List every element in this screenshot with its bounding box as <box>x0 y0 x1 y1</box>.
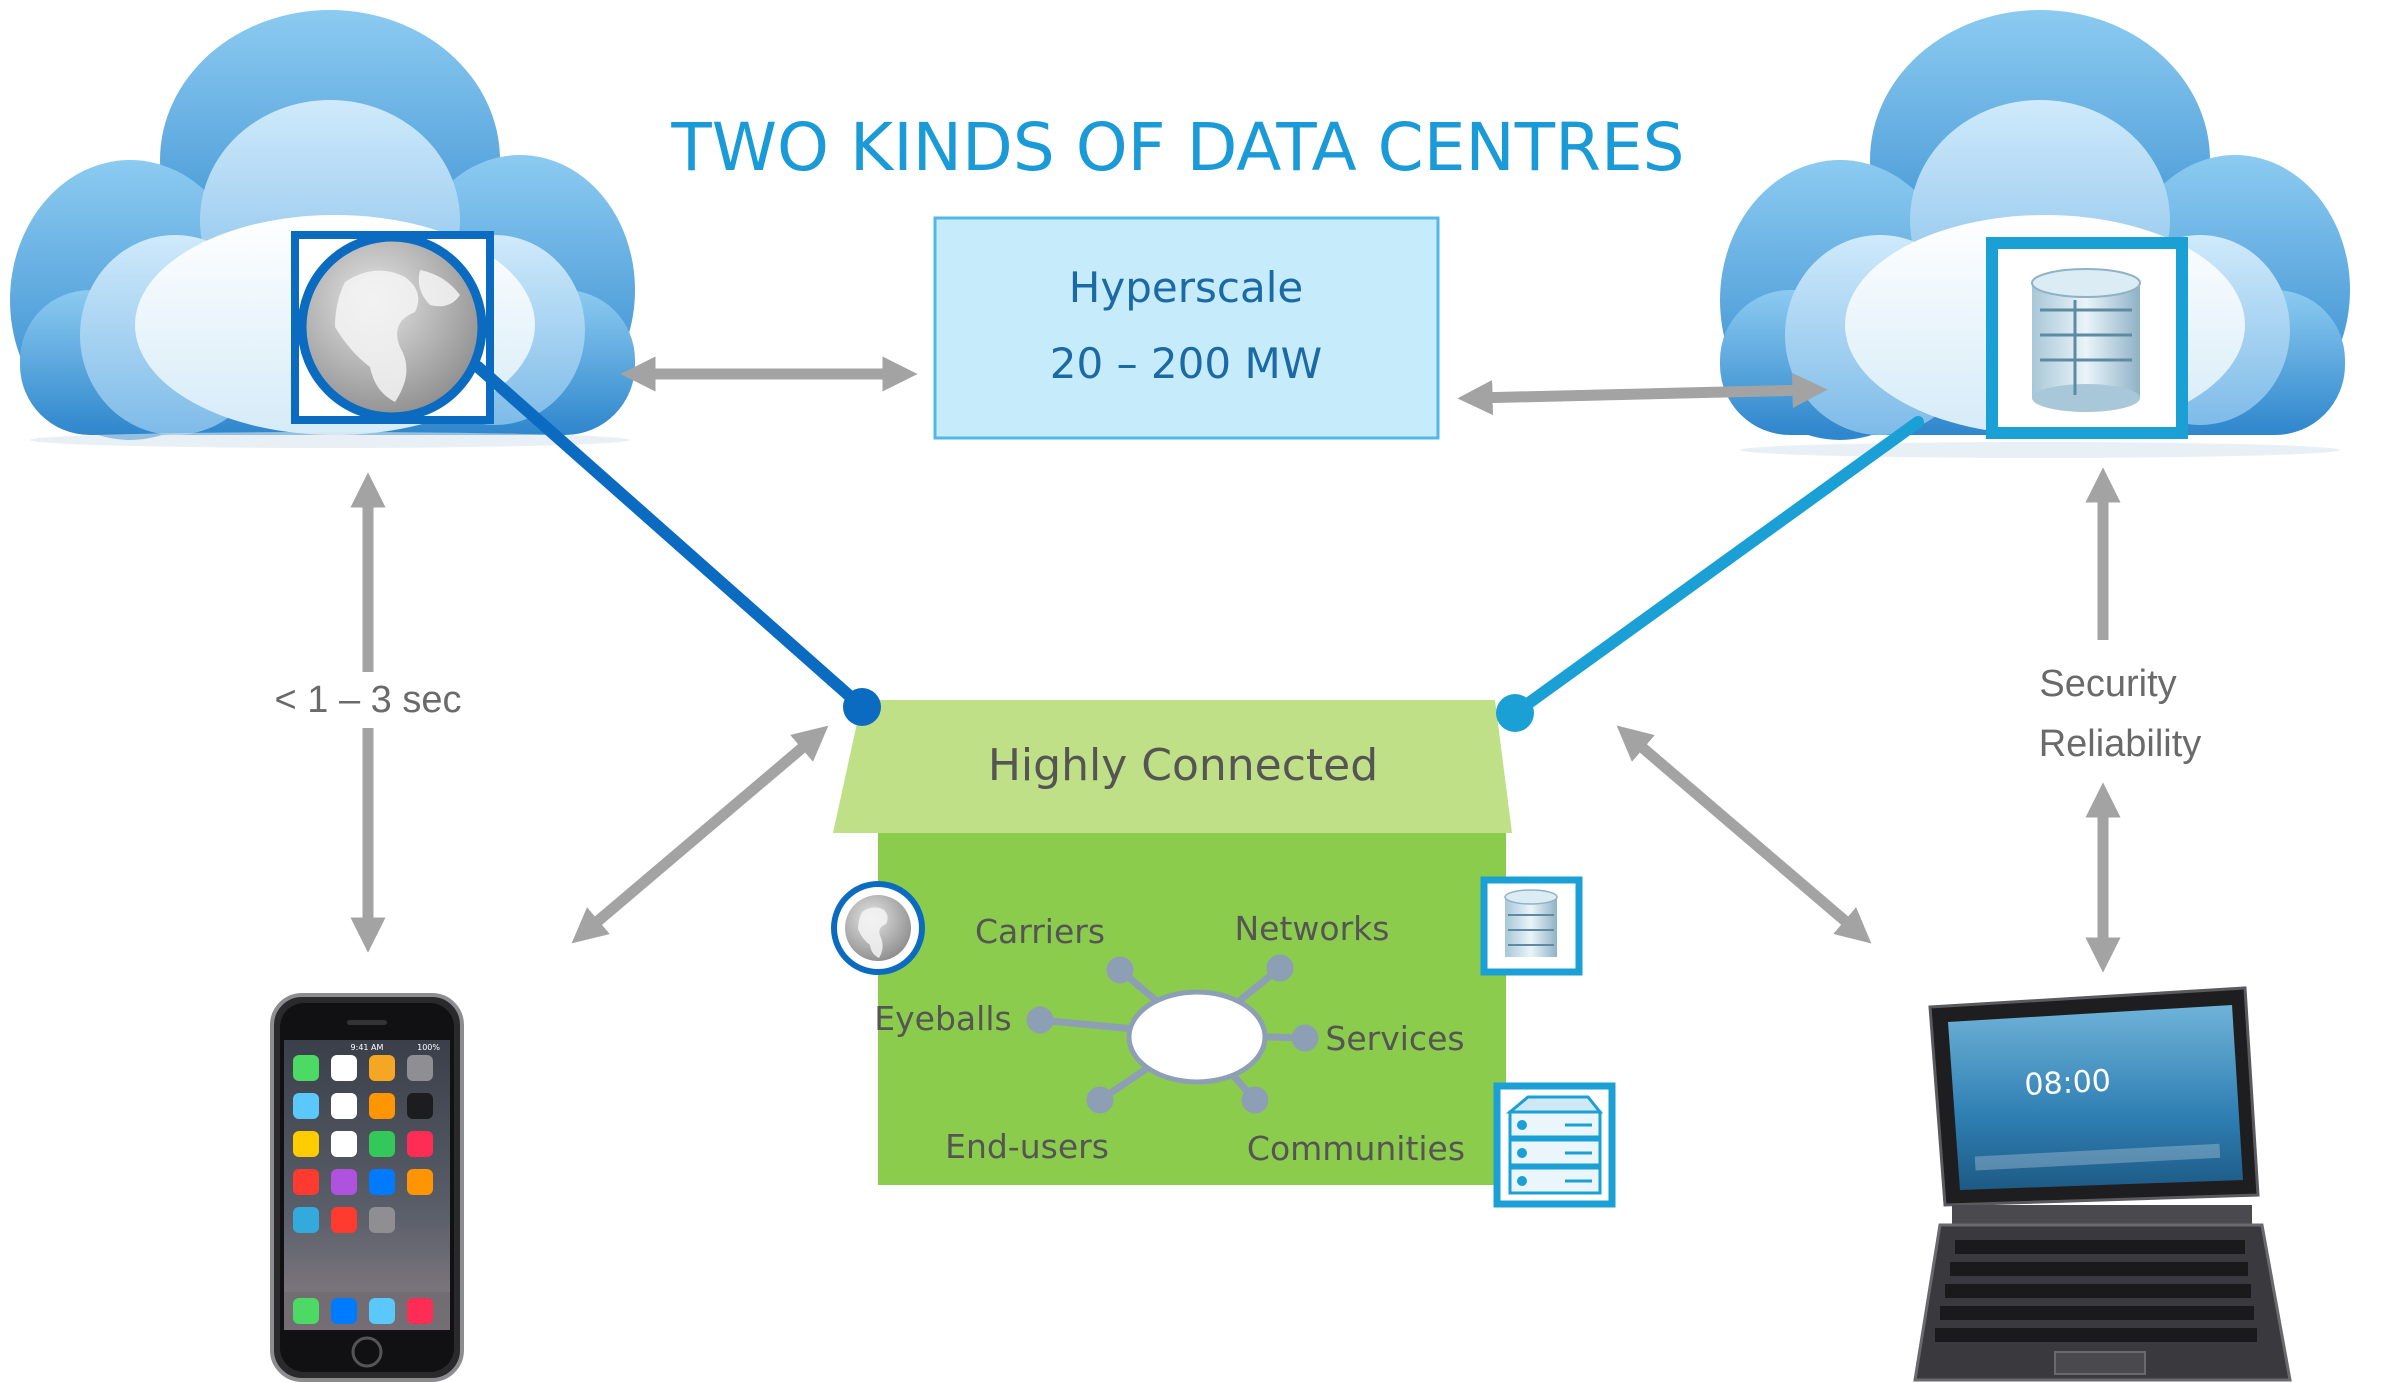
node-label-carriers: Carriers <box>975 912 1105 951</box>
tablet-icon: 08:00 <box>1928 986 2260 1207</box>
house-roof <box>833 700 1512 833</box>
app-icon-grid <box>284 1055 450 1330</box>
security-label: Security <box>2039 663 2176 705</box>
hub-core <box>1126 989 1268 1085</box>
cloud-right <box>1720 10 2350 458</box>
link-globe-to-house <box>472 361 868 713</box>
arrow-house-phone <box>571 725 829 944</box>
node-label-end-users: End-users <box>945 1127 1109 1166</box>
hyperscale-power: 20 – 200 MW <box>1050 339 1322 388</box>
hyperscale-box: Hyperscale 20 – 200 MW <box>933 216 1440 440</box>
arrows <box>350 356 2121 973</box>
link-endpoint-light <box>1496 694 1534 732</box>
tablet-clock: 08:00 <box>2024 1064 2112 1103</box>
house-title: Highly Connected <box>988 740 1378 791</box>
cloud-left <box>10 10 635 448</box>
smartphone-icon: 9:41 AM 100% <box>270 993 464 1382</box>
home-button <box>351 1336 383 1368</box>
arrow-house-tablet <box>1616 725 1872 944</box>
globe-icon <box>291 231 494 424</box>
hyperscale-name: Hyperscale <box>1069 263 1303 312</box>
node-label-services: Services <box>1325 1019 1464 1058</box>
diagram-title: TWO KINDS OF DATA CENTRES <box>670 109 1684 186</box>
node-label-networks: Networks <box>1235 909 1390 948</box>
keyboard-dock-icon <box>1913 1205 2292 1382</box>
server-rack-icon <box>1493 1082 1616 1208</box>
database-icon <box>1480 876 1583 976</box>
phone-status-battery: 100% <box>417 1043 440 1052</box>
node-label-eyeballs: Eyeballs <box>874 999 1011 1038</box>
link-database-to-house <box>1509 416 1924 719</box>
node-label-communities: Communities <box>1247 1129 1465 1168</box>
database-icon <box>1986 237 2188 439</box>
globe-icon <box>831 881 925 975</box>
reliability-label: Reliability <box>2039 723 2202 765</box>
highly-connected-house: Highly Connected Carriers Networks Eyeba… <box>831 700 1616 1208</box>
link-endpoint-dark <box>843 688 881 726</box>
latency-label: < 1 – 3 sec <box>275 679 462 721</box>
arrow-hyperscale-right-cloud <box>1457 372 1828 416</box>
phone-status-time: 9:41 AM <box>351 1043 384 1052</box>
